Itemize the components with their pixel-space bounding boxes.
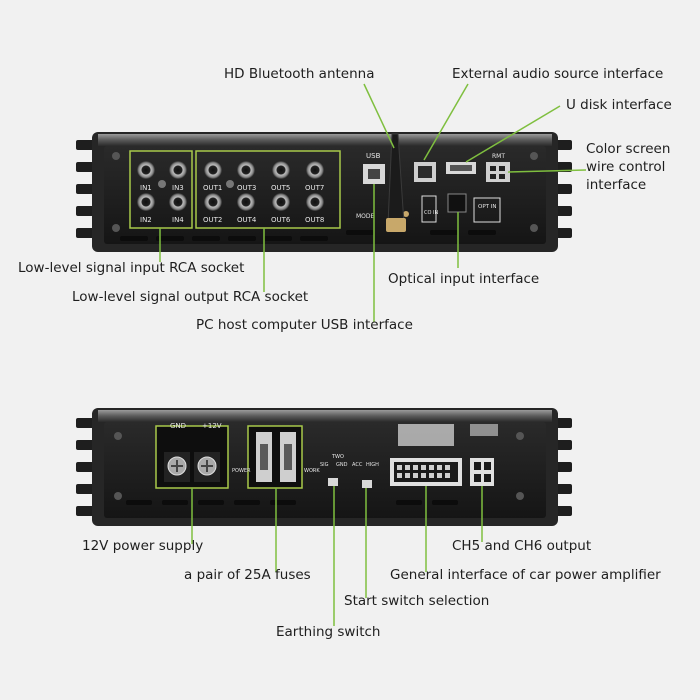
out6-label: OUT6 [271,216,291,224]
in3-label: IN3 [172,184,184,192]
callout-start-switch: Start switch selection [344,593,490,609]
out8-label: OUT8 [305,216,324,224]
acc-label: ACC [352,462,363,468]
callout-bluetooth-antenna: HD Bluetooth antenna [224,66,375,82]
leader-lines [159,83,587,626]
callout-earthing-switch: Earthing switch [276,624,381,640]
callout-optical-input: Optical input interface [388,271,540,287]
callout-ch5-ch6: CH5 and CH6 output [452,538,592,554]
out5-label: OUT5 [271,184,290,192]
bluetooth-antenna [386,133,406,232]
callout-u-disk: U disk interface [566,97,672,113]
top-amplifier-panel: IN1 IN3 IN2 IN4 OUT1 OUT3 OUT5 OUT7 OUT2… [76,132,572,252]
callout-12v-power: 12V power supply [82,538,204,554]
two-label: TWO [331,454,344,460]
power-label: POWER [232,468,251,474]
mode-label: MODE [356,213,375,220]
callout-fuses: a pair of 25A fuses [184,567,311,583]
callout-external-audio: External audio source interface [452,66,664,82]
usb-label: USB [366,152,381,160]
callout-rca-output: Low-level signal output RCA socket [72,289,309,305]
co-in-label: CO IN [424,210,438,216]
v12-label: +12V [202,422,222,430]
gnd2-label: GND [336,462,348,468]
rmt-label: RMT [492,153,505,160]
out2-label: OUT2 [203,216,222,224]
work-label: WORK [304,468,320,474]
callout-color-screen: Color screen wire control interface [586,141,671,193]
in1-label: IN1 [140,184,152,192]
callout-rca-input: Low-level signal input RCA socket [18,260,245,276]
out7-label: OUT7 [305,184,324,192]
callout-usb-pc: PC host computer USB interface [196,317,413,333]
opt-in-label: OPT IN [478,204,497,210]
in2-label: IN2 [140,216,152,224]
bottom-amplifier-panel: GND +12V POWER WORK TWO SIG GND ACC HIGH [76,408,572,526]
gnd-label: GND [170,422,186,430]
in4-label: IN4 [172,216,184,224]
callout-amp-interface: General interface of car power amplifier [390,567,661,583]
out4-label: OUT4 [237,216,257,224]
out3-label: OUT3 [237,184,256,192]
out1-label: OUT1 [203,184,222,192]
high-label: HIGH [366,462,379,468]
sig-label: SIG [320,462,329,468]
